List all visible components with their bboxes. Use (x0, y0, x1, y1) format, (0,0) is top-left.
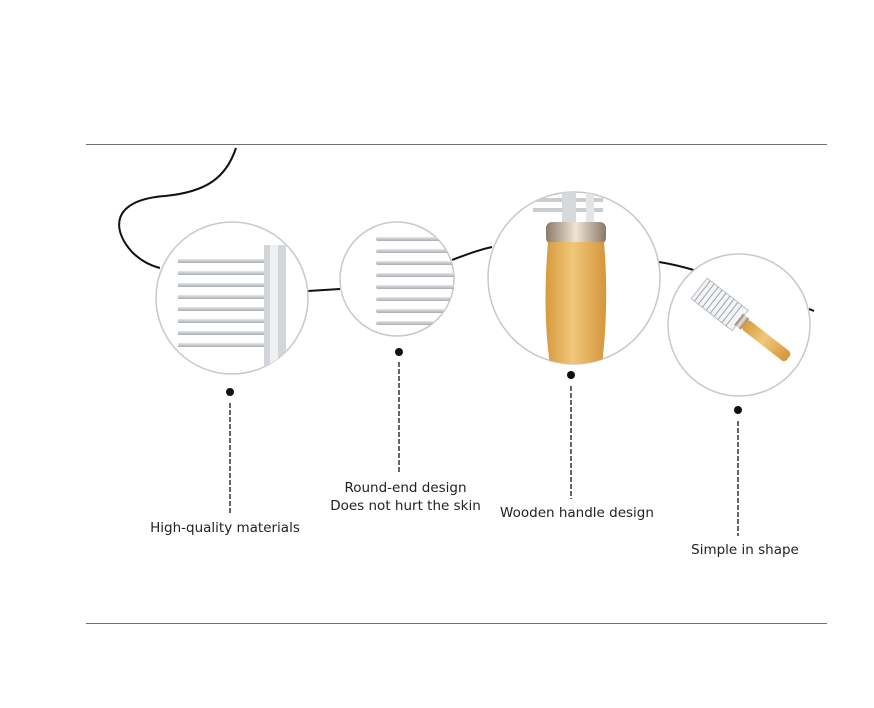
top-divider (86, 144, 827, 145)
bottom-divider (86, 623, 827, 624)
caption-line: High-quality materials (150, 520, 300, 536)
caption-line: Simple in shape (691, 542, 799, 558)
caption-line: Round-end design (344, 480, 467, 496)
caption-line: Does not hurt the skin (330, 498, 481, 514)
detail-circle-1 (155, 221, 309, 375)
leader-lines (226, 348, 742, 536)
detail-circle-4 (667, 253, 811, 397)
caption-simple-in-shape: Simple in shape (676, 541, 814, 559)
caption-wooden-handle-design: Wooden handle design (492, 504, 662, 522)
caption-line: Wooden handle design (500, 505, 654, 521)
detail-circle-3 (487, 191, 661, 365)
caption-round-end-design: Round-end design Does not hurt the skin (318, 479, 493, 515)
caption-high-quality-materials: High-quality materials (132, 519, 318, 537)
connecting-cord (118, 147, 237, 269)
detail-circle-2 (339, 221, 455, 337)
